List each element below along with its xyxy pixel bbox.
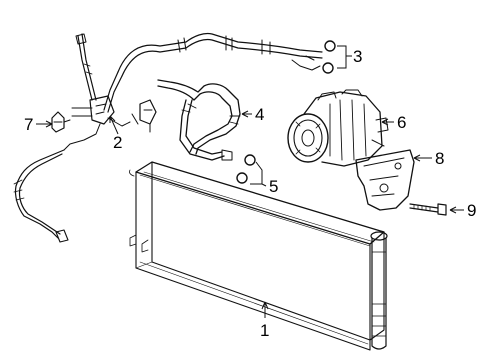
callout-6: 6 — [397, 113, 406, 132]
callout-7: 7 — [24, 115, 33, 134]
callout-4: 4 — [255, 105, 264, 124]
compressor — [287, 89, 389, 167]
o-rings-top — [322, 40, 336, 74]
callout-5: 5 — [269, 177, 278, 196]
callout-2: 2 — [113, 133, 122, 152]
condenser — [129, 161, 388, 351]
leader-lines — [36, 45, 464, 318]
callout-3: 3 — [353, 47, 362, 66]
liquid-line — [139, 79, 241, 161]
callout-8: 8 — [435, 149, 444, 168]
callout-9: 9 — [467, 201, 476, 220]
suction-discharge-hose — [13, 32, 323, 243]
o-rings-bottom — [236, 154, 256, 184]
callout-1: 1 — [260, 321, 269, 340]
pressure-sensor — [51, 111, 71, 133]
compressor-bracket — [355, 149, 415, 211]
bolt — [409, 203, 447, 216]
